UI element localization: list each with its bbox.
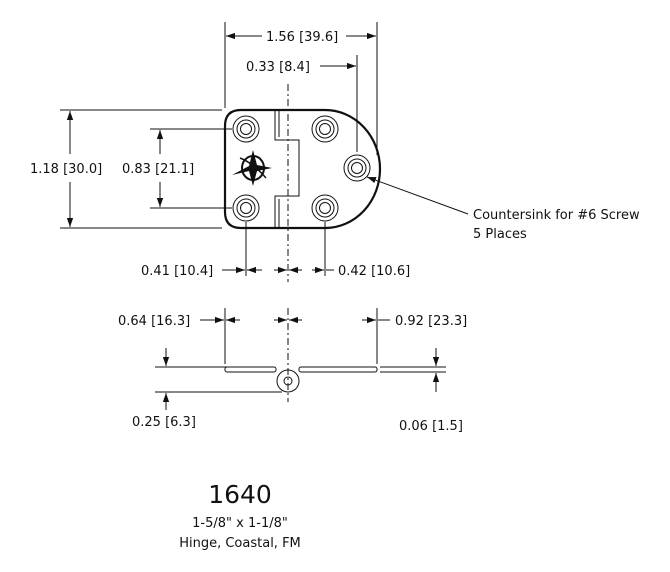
knuckle-height-label: 0.25 [6.3] [132,415,196,430]
callout-line1: Countersink for #6 Screw [473,208,640,223]
overall-width-label: 1.56 [39.6] [266,30,338,45]
dimension-thickness: 0.06 [1.5] [380,348,463,434]
hole-offset-label: 0.33 [8.4] [246,60,310,75]
countersink-hole [343,154,371,182]
dimension-open-widths: 0.64 [16.3] 0.92 [23.3] [118,308,467,364]
hinge-knuckle [276,369,300,393]
countersink-hole [232,115,260,143]
open-right-label: 0.92 [23.3] [395,314,467,329]
title-block: 1640 1-5/8" x 1-1/8" Hinge, Coastal, FM [179,480,301,551]
hinge-top-view [223,84,382,282]
brand-logo-icon [232,150,272,186]
overall-height-label: 1.18 [30.0] [30,162,102,177]
product-description: Hinge, Coastal, FM [179,536,301,551]
dimension-hole-spacing: 0.83 [21.1] [122,128,232,209]
countersink-hole [311,115,339,143]
dimension-overall-height: 1.18 [30.0] [30,109,222,229]
right-leaf-label: 0.42 [10.6] [338,264,410,279]
product-number: 1640 [208,480,272,509]
countersink-hole [232,194,260,222]
open-left-label: 0.64 [16.3] [118,314,190,329]
dimension-hole-offset: 0.33 [8.4] [246,55,358,152]
hinge-side-view [224,308,378,402]
hinge-leaf-left [224,366,277,373]
hinge-leaf-right [298,366,378,373]
product-size: 1-5/8" x 1-1/8" [192,516,288,531]
dimension-knuckle-height: 0.25 [6.3] [132,348,282,430]
thickness-label: 0.06 [1.5] [399,419,463,434]
hole-spacing-label: 0.83 [21.1] [122,162,194,177]
dimension-overall-width: 1.56 [39.6] [224,22,378,155]
hinge-pin [283,376,293,386]
callout-line2: 5 Places [473,227,527,242]
left-leaf-label: 0.41 [10.4] [141,264,213,279]
knuckle-seam [274,110,300,228]
countersink-callout: Countersink for #6 Screw 5 Places [366,176,640,242]
hinge-outline [223,108,382,230]
dimension-leaf-widths: 0.41 [10.4] 0.42 [10.6] [141,222,410,279]
countersink-hole [311,194,339,222]
